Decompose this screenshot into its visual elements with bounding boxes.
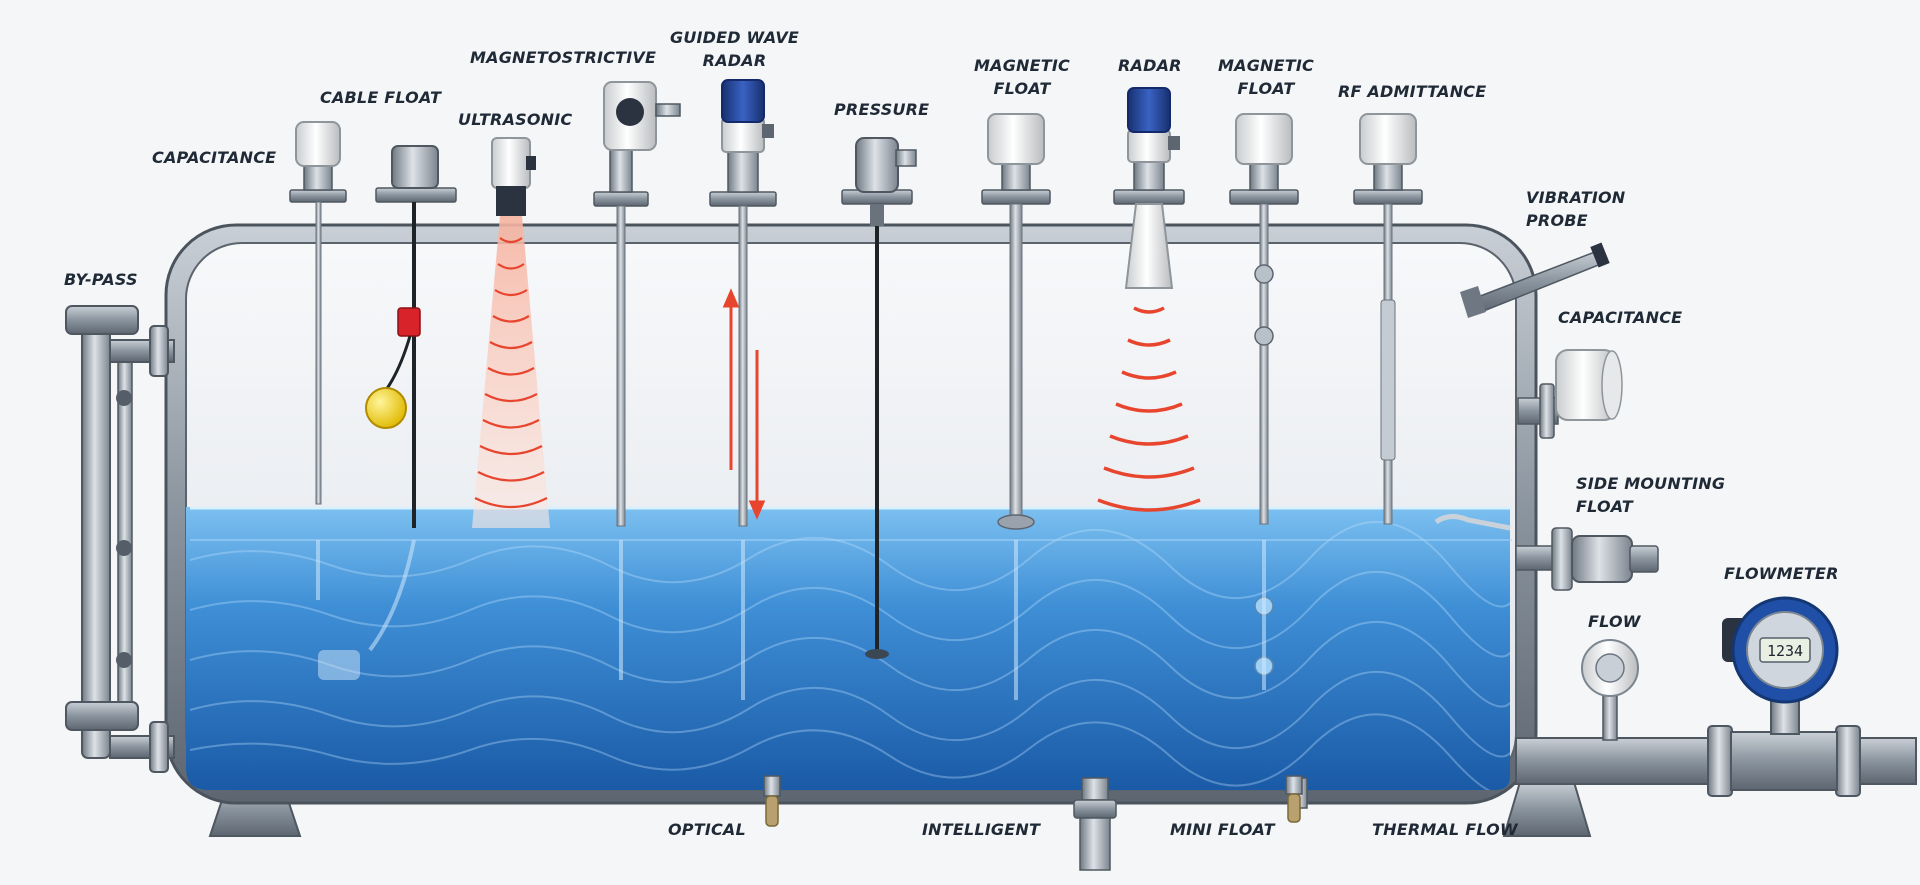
- label-flowmeter: FLOWMETER: [1724, 562, 1839, 585]
- vibration-probe-device: [1460, 242, 1610, 318]
- label-text: FLOAT: [1237, 79, 1295, 98]
- guided-wave-radar-device: [709, 79, 777, 527]
- label-ultrasonic: ULTRASONIC: [458, 108, 572, 131]
- label-text: MINI FLOAT: [1170, 820, 1275, 839]
- flowmeter-readout: 1234: [1767, 642, 1803, 660]
- label-magnetic-float-2: MAGNETIC FLOAT: [1218, 54, 1314, 100]
- label-flow: FLOW: [1588, 610, 1641, 633]
- label-text: CAPACITANCE: [152, 148, 277, 167]
- radar-horn: [1124, 203, 1174, 289]
- label-text: SIDE MOUNTING: [1576, 474, 1726, 493]
- label-text: RADAR: [702, 51, 767, 70]
- magnetostrictive-device: [593, 81, 681, 527]
- rf-admittance-device: [1353, 113, 1423, 525]
- label-text: PROBE: [1526, 211, 1588, 230]
- label-text: BY-PASS: [64, 270, 138, 289]
- bypass-device: [65, 305, 175, 773]
- cable-float-ball: [365, 387, 407, 429]
- flowmeter-device: 1234: [1722, 596, 1839, 735]
- liquid-caustics: [189, 521, 1510, 790]
- magnetic-float-device-2: [1229, 113, 1299, 676]
- label-text: RADAR: [1118, 56, 1182, 75]
- label-text: FLOAT: [1576, 497, 1633, 516]
- label-rf-admittance: RF ADMITTANCE: [1338, 80, 1486, 103]
- guided-wave-pulses: [722, 288, 766, 520]
- label-text: FLOWMETER: [1724, 564, 1839, 583]
- capacitance-side-device: [1517, 349, 1623, 439]
- label-guided-wave-radar: GUIDED WAVE RADAR: [670, 26, 799, 72]
- label-text: FLOW: [1588, 612, 1641, 631]
- submerged-reflections: [316, 539, 1266, 700]
- ultrasonic-device: [472, 137, 550, 528]
- magnetic-float-device-1: [981, 113, 1051, 530]
- label-text: ULTRASONIC: [458, 110, 573, 129]
- label-capacitance-top: CAPACITANCE: [152, 146, 276, 169]
- label-by-pass: BY-PASS: [64, 268, 138, 291]
- label-text: GUIDED WAVE: [670, 28, 800, 47]
- label-text: MAGNETIC: [974, 56, 1070, 75]
- label-text: VIBRATION: [1526, 188, 1626, 207]
- label-optical: OPTICAL: [668, 818, 746, 841]
- radar-device: [1097, 87, 1201, 512]
- label-text: RF ADMITTANCE: [1338, 82, 1487, 101]
- label-mini-float: MINI FLOAT: [1170, 818, 1275, 841]
- label-vibration-probe: VIBRATION PROBE: [1526, 186, 1625, 232]
- label-magnetic-float-1: MAGNETIC FLOAT: [974, 54, 1070, 100]
- pressure-device: [841, 137, 917, 659]
- flow-switch-device: [1581, 639, 1639, 741]
- cable-float-device: [365, 145, 457, 528]
- label-radar: RADAR: [1118, 54, 1182, 77]
- label-text: THERMAL FLOW: [1372, 820, 1518, 839]
- label-cable-float: CABLE FLOAT: [320, 86, 441, 109]
- intelligent-sensor-device: [1073, 777, 1117, 871]
- label-text: PRESSURE: [834, 100, 930, 119]
- ultrasonic-waves: [474, 237, 548, 508]
- label-text: CABLE FLOAT: [320, 88, 442, 107]
- label-text: CAPACITANCE: [1558, 308, 1683, 327]
- optical-sensor-device: [763, 775, 781, 827]
- capacitance-probe-top: [289, 121, 347, 505]
- label-thermal-flow: THERMAL FLOW: [1372, 818, 1518, 841]
- liquid: [186, 507, 1510, 790]
- label-side-mounting-float: SIDE MOUNTING FLOAT: [1576, 472, 1725, 518]
- label-text: OPTICAL: [668, 820, 746, 839]
- label-capacitance-side: CAPACITANCE: [1558, 306, 1682, 329]
- label-text: MAGNETIC: [1218, 56, 1314, 75]
- radar-waves: [1097, 306, 1201, 512]
- label-text: MAGNETOSTRICTIVE: [470, 48, 657, 67]
- label-magnetostrictive: MAGNETOSTRICTIVE: [470, 46, 656, 69]
- label-text: FLOAT: [993, 79, 1051, 98]
- label-text: INTELLIGENT: [922, 820, 1041, 839]
- outlet-pipe: [1515, 725, 1917, 797]
- side-mounting-float-device: [1434, 514, 1659, 591]
- label-pressure: PRESSURE: [834, 98, 929, 121]
- label-intelligent: INTELLIGENT: [922, 818, 1040, 841]
- mini-float-device: [1285, 775, 1303, 823]
